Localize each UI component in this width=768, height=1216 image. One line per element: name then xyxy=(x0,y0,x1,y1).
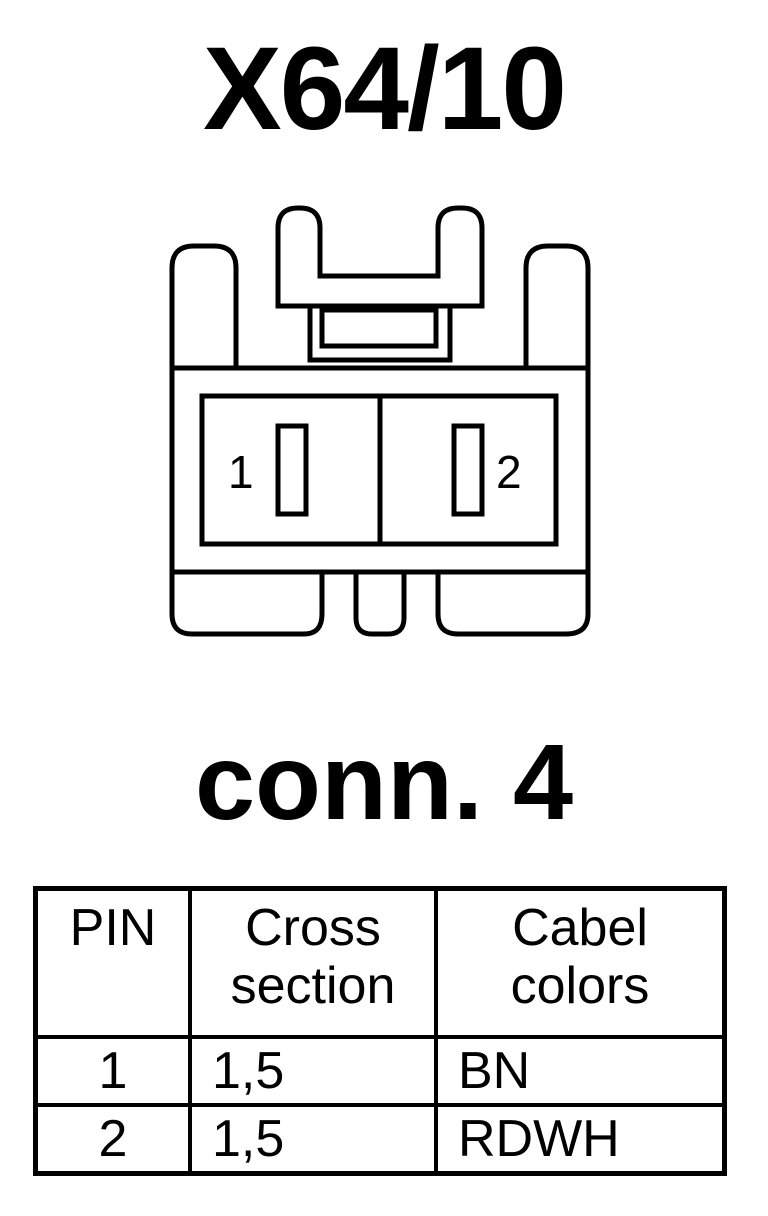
latch-slot xyxy=(319,307,439,349)
table-row: 2 1,5 RDWH xyxy=(33,1103,727,1176)
cell-cross-section: 1,5 xyxy=(188,1103,438,1176)
table-row: 1 1,5 BN xyxy=(33,1035,727,1107)
connector-subtitle: conn. 4 xyxy=(194,721,574,842)
cell-cross-section: 1,5 xyxy=(188,1035,438,1107)
right-foot xyxy=(435,574,591,637)
table-header-row: PIN Cross section Cabel colors xyxy=(33,886,727,1039)
connector-title: X64/10 xyxy=(203,23,567,155)
center-foot xyxy=(353,574,407,637)
pin-slot-1 xyxy=(275,423,309,517)
left-post xyxy=(169,243,239,370)
top-latch xyxy=(275,205,485,309)
connector-body xyxy=(169,365,591,575)
header-cross-section: Cross section xyxy=(188,886,438,1039)
right-post xyxy=(523,243,591,370)
connector-diagram: 1 2 xyxy=(169,205,591,637)
cell-color: BN xyxy=(434,1035,727,1107)
pin-label-2: 2 xyxy=(496,446,522,498)
pin-label-1: 1 xyxy=(228,446,254,498)
cell-color: RDWH xyxy=(434,1103,727,1176)
pin-table: PIN Cross section Cabel colors 1 1,5 BN … xyxy=(33,886,727,1176)
cell-pin: 1 xyxy=(33,1035,192,1107)
pin-slot-2 xyxy=(451,423,485,517)
header-pin: PIN xyxy=(33,886,192,1039)
latch-inner xyxy=(307,308,453,363)
header-cable-colors: Cabel colors xyxy=(434,886,727,1039)
cell-pin: 2 xyxy=(33,1103,192,1176)
left-foot xyxy=(169,574,325,637)
